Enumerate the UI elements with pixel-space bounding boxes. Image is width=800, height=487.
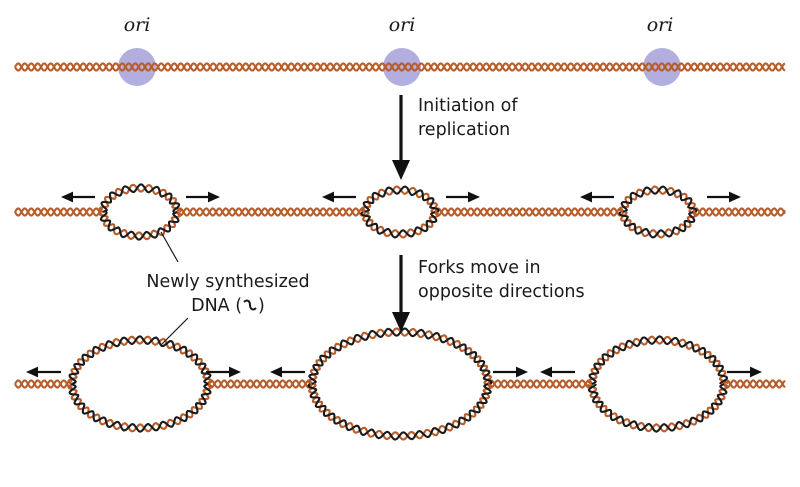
ori-label-left: ori — [123, 14, 151, 36]
replication-bubble-top-arm — [98, 183, 182, 213]
replication-bubble-bottom-arm — [618, 211, 698, 239]
step-initiation-line-2: replication — [418, 120, 511, 140]
replication-bubble-bottom-arm — [98, 211, 182, 241]
process-arrow-initiation — [392, 95, 410, 180]
callout-leader-line — [160, 231, 179, 263]
replication-bubble — [587, 335, 729, 433]
replication-bubble — [618, 185, 698, 239]
process-arrows — [392, 95, 410, 332]
newly-synthesized-dna-label: Newly synthesized DNA () — [128, 270, 328, 318]
ori-label-right: ori — [646, 14, 674, 36]
callout-line-1: Newly synthesized — [146, 272, 310, 292]
parental-dna-helix — [14, 207, 104, 217]
row-expanded-bubbles — [14, 327, 786, 441]
callout-line-2-prefix: DNA ( — [191, 296, 243, 316]
fork-direction-arrow-right — [186, 191, 220, 203]
parental-dna-helix — [207, 379, 313, 389]
fork-direction-arrow-right — [446, 191, 480, 203]
ori-label-center: ori — [388, 14, 416, 36]
parental-dna-helix — [176, 207, 366, 217]
parental-dna-helix — [487, 379, 593, 389]
callout-line-2-suffix: ) — [258, 296, 265, 316]
origin-circle — [118, 48, 156, 86]
callout-leader-lines — [160, 231, 189, 346]
replication-bubble-top-arm — [618, 185, 698, 213]
step-forks-line-2: opposite directions — [418, 282, 585, 302]
replication-bubble-top-arm — [307, 327, 493, 385]
process-arrow-forks-move — [392, 255, 410, 332]
replication-bubble — [307, 327, 493, 441]
origin-circle — [383, 48, 421, 86]
callout-line-2: DNA () — [128, 294, 328, 318]
fork-direction-arrow-left — [61, 191, 95, 203]
replication-bubble-bottom-arm — [307, 383, 493, 441]
replication-bubble-top-arm — [360, 185, 440, 213]
parental-dna-helix — [692, 207, 786, 217]
replication-bubble — [67, 335, 213, 433]
fork-direction-arrow-left — [270, 366, 305, 378]
fork-direction-arrow-left — [26, 366, 61, 378]
callout-leader-line — [160, 317, 189, 346]
replication-bubble — [98, 183, 182, 241]
step-forks-line-1: Forks move in — [418, 258, 541, 278]
origin-circle — [643, 48, 681, 86]
fork-direction-arrow-right — [206, 366, 241, 378]
replication-bubble-bottom-arm — [67, 383, 213, 433]
fork-direction-arrow-right — [707, 191, 741, 203]
fork-direction-arrow-right — [727, 366, 762, 378]
replication-bubble-top-arm — [587, 335, 729, 385]
fork-direction-arrow-left — [322, 191, 356, 203]
parental-dna-helix — [14, 379, 73, 389]
step-forks-label: Forks move in opposite directions — [418, 256, 585, 304]
parental-dna-helix — [434, 207, 624, 217]
new-strand-glyph-icon — [243, 299, 257, 311]
replication-bubble — [360, 185, 440, 239]
parental-dna-helix — [14, 62, 786, 72]
replication-bubble-bottom-arm — [360, 211, 440, 239]
fork-direction-arrow-right — [493, 366, 528, 378]
row-parental-dna-with-origins — [14, 48, 786, 86]
replication-bubble-top-arm — [67, 335, 213, 385]
fork-direction-arrow-left — [580, 191, 614, 203]
replication-bubble-bottom-arm — [587, 383, 729, 433]
step-initiation-line-1: Initiation of — [418, 96, 518, 116]
row-initiation-bubbles — [14, 183, 786, 241]
step-initiation-label: Initiation of replication — [418, 94, 518, 142]
parental-dna-helix — [723, 379, 786, 389]
fork-direction-arrow-left — [540, 366, 575, 378]
